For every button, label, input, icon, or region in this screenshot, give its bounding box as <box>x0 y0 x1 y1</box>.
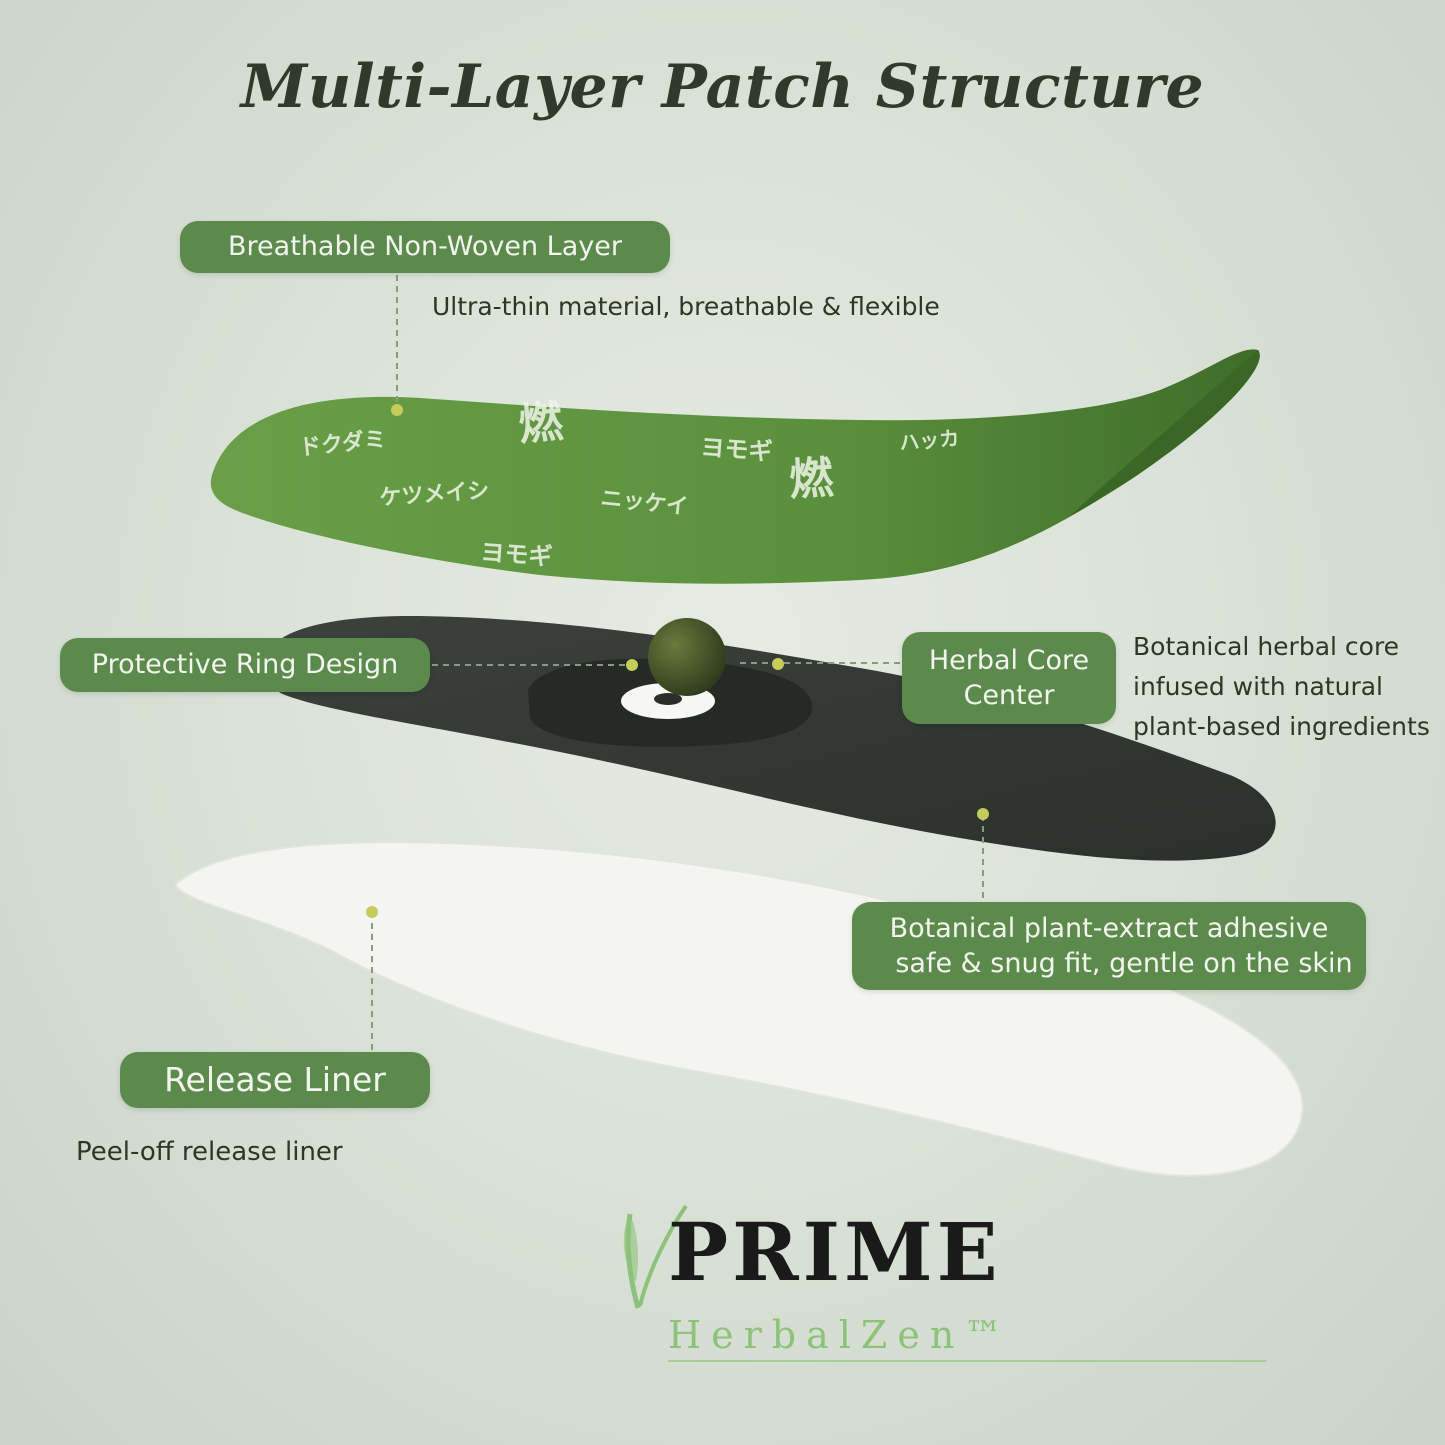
desc-herbal-core: Botanical herbal core infused with natur… <box>1133 627 1430 747</box>
print-text-2: ハッカ <box>898 426 960 455</box>
label-herbal-core: Herbal Core Center <box>902 632 1116 724</box>
leaf-icon <box>623 1204 688 1309</box>
label-breathable-layer: Breathable Non-Woven Layer <box>180 221 670 273</box>
desc-breathable-layer: Ultra-thin material, breathable & flexib… <box>432 292 940 321</box>
label-protective-ring: Protective Ring Design <box>60 638 430 692</box>
desc-herbal-core-line1: Botanical herbal core <box>1133 632 1400 661</box>
brand-subname: HerbalZen™ <box>668 1313 1013 1357</box>
print-text-0: ヨモギ <box>700 433 774 466</box>
label-herbal-core-line2: Center <box>963 680 1055 711</box>
label-adhesive-line2: safe & snug fit, gentle on the skin <box>895 948 1353 979</box>
label-breathable-layer-text: Breathable Non-Woven Layer <box>228 231 622 263</box>
desc-herbal-core-line3: plant-based ingredients <box>1133 712 1430 741</box>
brand-divider <box>668 1360 1266 1362</box>
svg-text:燃: 燃 <box>788 453 836 506</box>
label-herbal-core-line1: Herbal Core <box>928 644 1090 676</box>
svg-text:ヨモギ: ヨモギ <box>480 538 554 571</box>
desc-herbal-core-line2: infused with natural <box>1133 672 1383 701</box>
breathable-layer <box>210 349 1260 584</box>
label-adhesive-line1: Botanical plant-extract adhesive <box>889 912 1329 944</box>
brand-name: PRIME <box>668 1205 1002 1299</box>
label-adhesive: Botanical plant-extract adhesive safe & … <box>852 902 1366 990</box>
adhesive-ring-layer <box>264 615 1276 861</box>
page-title: Multi-Layer Patch Structure <box>240 52 1205 122</box>
label-release-liner-text: Release Liner <box>164 1059 386 1099</box>
label-protective-ring-text: Protective Ring Design <box>91 649 399 681</box>
label-release-liner: Release Liner <box>120 1052 430 1108</box>
desc-release-liner: Peel-off release liner <box>76 1137 343 1167</box>
svg-text:燃: 燃 <box>517 396 566 451</box>
herbal-core-ball <box>648 618 726 696</box>
release-liner-layer <box>173 841 1304 1177</box>
